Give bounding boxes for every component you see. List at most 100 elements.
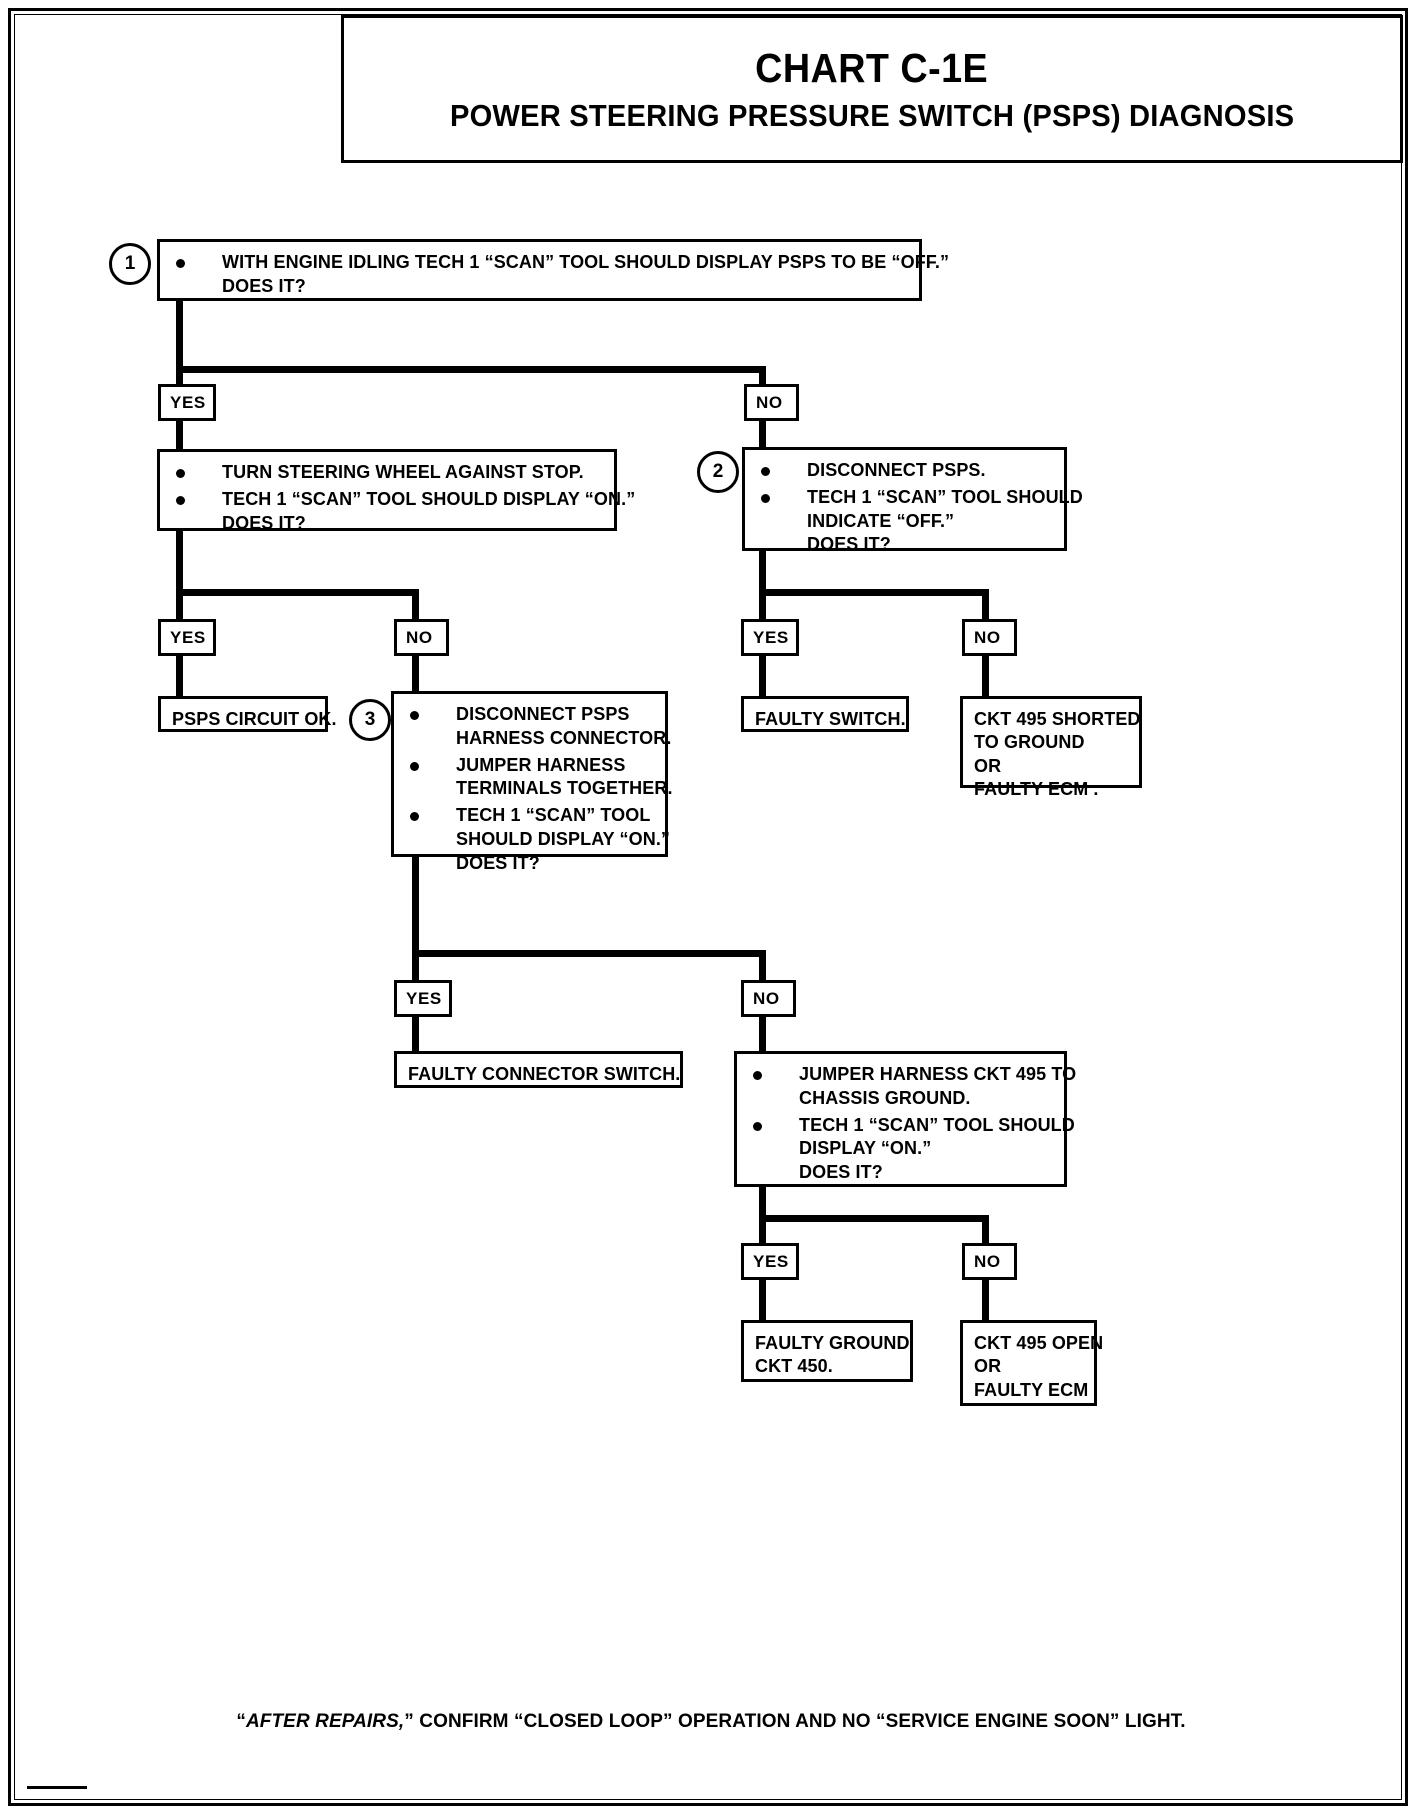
connector-no1-to-step2 <box>759 421 766 451</box>
result-psps-circuit-ok-text: PSPS CIRCUIT OK. <box>172 709 337 729</box>
branch-step4-yes: YES <box>741 1243 799 1280</box>
step-2-bullet-2: TECH 1 “SCAN” TOOL SHOULD INDICATE “OFF.… <box>753 486 1083 557</box>
chart-title-banner: CHART C-1E POWER STEERING PRESSURE SWITC… <box>341 15 1403 163</box>
connector-step1-no-down <box>759 366 766 386</box>
chart-page: CHART C-1E POWER STEERING PRESSURE SWITC… <box>8 8 1408 1806</box>
step-4-line-2: CHASSIS GROUND. <box>799 1087 971 1108</box>
result-faulty-ground-line-1: FAULTY GROUND <box>755 1333 910 1353</box>
branch-step3-no: NO <box>741 980 796 1017</box>
step-left-box: TURN STEERING WHEEL AGAINST STOP. TECH 1… <box>157 449 635 533</box>
connector-step2-yes-result <box>759 656 766 698</box>
step-left-bullet-2: TECH 1 “SCAN” TOOL SHOULD DISPLAY “ON.” … <box>168 488 636 536</box>
branch-step2-yes: YES <box>741 619 799 656</box>
step-2-bullet-1: DISCONNECT PSPS. <box>753 459 1056 483</box>
connector-left-yes-to-result <box>176 656 183 698</box>
step-4-bullet-2: TECH 1 “SCAN” TOOL SHOULD DISPLAY “ON.” … <box>745 1114 1075 1185</box>
step-2-line-1: DISCONNECT PSPS. <box>807 460 986 480</box>
connector-step2-down <box>759 551 766 599</box>
connector-step2-yes-down <box>759 589 766 621</box>
step-1-line-1: WITH ENGINE IDLING TECH 1 “SCAN” TOOL SH… <box>222 252 950 272</box>
branch-step1-yes: YES <box>158 384 216 421</box>
result-psps-circuit-ok: PSPS CIRCUIT OK. <box>158 696 337 732</box>
step-3-line-2: HARNESS CONNECTOR. <box>456 727 672 748</box>
result-faulty-connector-switch: FAULTY CONNECTOR SWITCH. <box>394 1051 683 1088</box>
step-4-line-1: JUMPER HARNESS CKT 495 TO <box>799 1064 1077 1084</box>
connector-left-down <box>176 531 183 596</box>
step-left-line-1: TURN STEERING WHEEL AGAINST STOP. <box>222 462 584 482</box>
result-ckt495-shorted: CKT 495 SHORTED TO GROUND OR FAULTY ECM … <box>960 696 1142 799</box>
step-3-bullet-3: TECH 1 “SCAN” TOOL SHOULD DISPLAY “ON.” … <box>402 804 671 875</box>
result-ckt495-open-line-2: OR <box>974 1356 1002 1377</box>
step-left-bullet-1: TURN STEERING WHEEL AGAINST STOP. <box>168 461 606 485</box>
connector-step3-yes-result <box>412 1017 419 1053</box>
connector-step3-no-step4 <box>759 1017 766 1053</box>
branch-step4-no: NO <box>962 1243 1017 1280</box>
step-4-line-4: DISPLAY “ON.” <box>799 1138 932 1159</box>
step-1-line-2: DOES IT? <box>222 275 306 296</box>
page-subtitle: POWER STEERING PRESSURE SWITCH (PSPS) DI… <box>449 97 1295 133</box>
connector-left-no-down <box>412 589 419 621</box>
step-1-box: WITH ENGINE IDLING TECH 1 “SCAN” TOOL SH… <box>157 239 950 301</box>
connector-step3-split <box>412 950 766 957</box>
step-4-line-3: TECH 1 “SCAN” TOOL SHOULD <box>799 1114 1075 1135</box>
connector-step4-no-result <box>982 1280 989 1322</box>
branch-step2-no: NO <box>962 619 1017 656</box>
step-circle-3: 3 <box>349 699 391 741</box>
connector-step2-no-result <box>982 656 989 698</box>
result-ckt495-open: CKT 495 OPEN OR FAULTY ECM <box>960 1320 1104 1406</box>
branch-left-yes: YES <box>158 619 216 656</box>
connector-step3-no-down <box>759 950 766 982</box>
step-3-line-4: TERMINALS TOGETHER. <box>456 778 673 799</box>
step-4-bullet-1: JUMPER HARNESS CKT 495 TO CHASSIS GROUND… <box>745 1063 1077 1111</box>
result-ckt495-shorted-line-4: FAULTY ECM . <box>974 779 1099 800</box>
step-3-line-7: DOES IT? <box>456 852 540 873</box>
branch-left-no: NO <box>394 619 449 656</box>
result-ckt495-open-line-1: CKT 495 OPEN <box>974 1333 1104 1353</box>
branch-step3-yes: YES <box>394 980 452 1017</box>
step-left-line-3: DOES IT? <box>222 512 306 533</box>
footer-emphasis: AFTER REPAIRS, <box>245 1711 405 1732</box>
connector-left-no-to-step3 <box>412 656 419 698</box>
result-ckt495-shorted-line-3: OR <box>974 755 1002 776</box>
connector-step1-down <box>176 301 183 373</box>
step-3-bullet-2: JUMPER HARNESS TERMINALS TOGETHER. <box>402 754 673 802</box>
connector-step1-yes-down <box>176 366 183 386</box>
connector-step4-down <box>759 1187 766 1237</box>
step-3-line-1: DISCONNECT PSPS <box>456 704 630 724</box>
step-2-line-3: INDICATE “OFF.” <box>807 510 955 531</box>
footer-note: “AFTER REPAIRS,” CONFIRM “CLOSED LOOP” O… <box>11 1711 1411 1733</box>
step-3-box: DISCONNECT PSPS HARNESS CONNECTOR. JUMPE… <box>391 691 673 873</box>
result-faulty-ground: FAULTY GROUND CKT 450. <box>741 1320 913 1382</box>
step-4-line-5: DOES IT? <box>799 1162 883 1182</box>
step-1-bullet-1: WITH ENGINE IDLING TECH 1 “SCAN” TOOL SH… <box>168 251 950 299</box>
result-ckt495-shorted-line-1: CKT 495 SHORTED <box>974 709 1141 729</box>
connector-left-yes-down <box>176 589 183 621</box>
step-3-line-6: SHOULD DISPLAY “ON.” <box>456 828 671 849</box>
connector-step3-down <box>412 857 419 957</box>
connector-step4-no-down <box>982 1215 989 1245</box>
step-4-box: JUMPER HARNESS CKT 495 TO CHASSIS GROUND… <box>734 1051 1077 1187</box>
connector-step4-yes-result <box>759 1280 766 1322</box>
connector-step1-split <box>176 366 766 373</box>
connector-left-split <box>176 589 419 596</box>
result-faulty-connector-switch-text: FAULTY CONNECTOR SWITCH. <box>408 1064 681 1084</box>
connector-yes1-to-left <box>176 421 183 451</box>
connector-step2-no-down <box>982 589 989 621</box>
footer-rule <box>27 1786 87 1789</box>
step-3-line-3: JUMPER HARNESS <box>456 754 626 775</box>
footer-quote-open: “ <box>236 1711 246 1732</box>
step-2-box: DISCONNECT PSPS. TECH 1 “SCAN” TOOL SHOU… <box>742 447 1083 554</box>
step-circle-1: 1 <box>109 243 151 285</box>
step-left-line-2: TECH 1 “SCAN” TOOL SHOULD DISPLAY “ON.” <box>222 488 636 509</box>
result-faulty-switch-text: FAULTY SWITCH. <box>755 709 906 729</box>
step-2-line-2: TECH 1 “SCAN” TOOL SHOULD <box>807 486 1083 507</box>
result-faulty-switch: FAULTY SWITCH. <box>741 696 909 732</box>
step-circle-2: 2 <box>697 451 739 493</box>
connector-step4-yes-down <box>759 1215 766 1245</box>
result-ckt495-shorted-line-2: TO GROUND <box>974 732 1085 753</box>
result-faulty-ground-line-2: CKT 450. <box>755 1356 833 1377</box>
branch-step1-no: NO <box>744 384 799 421</box>
step-3-bullet-1: DISCONNECT PSPS HARNESS CONNECTOR. <box>402 703 672 751</box>
page-title: CHART C-1E <box>755 44 989 91</box>
connector-step2-split <box>759 589 989 596</box>
